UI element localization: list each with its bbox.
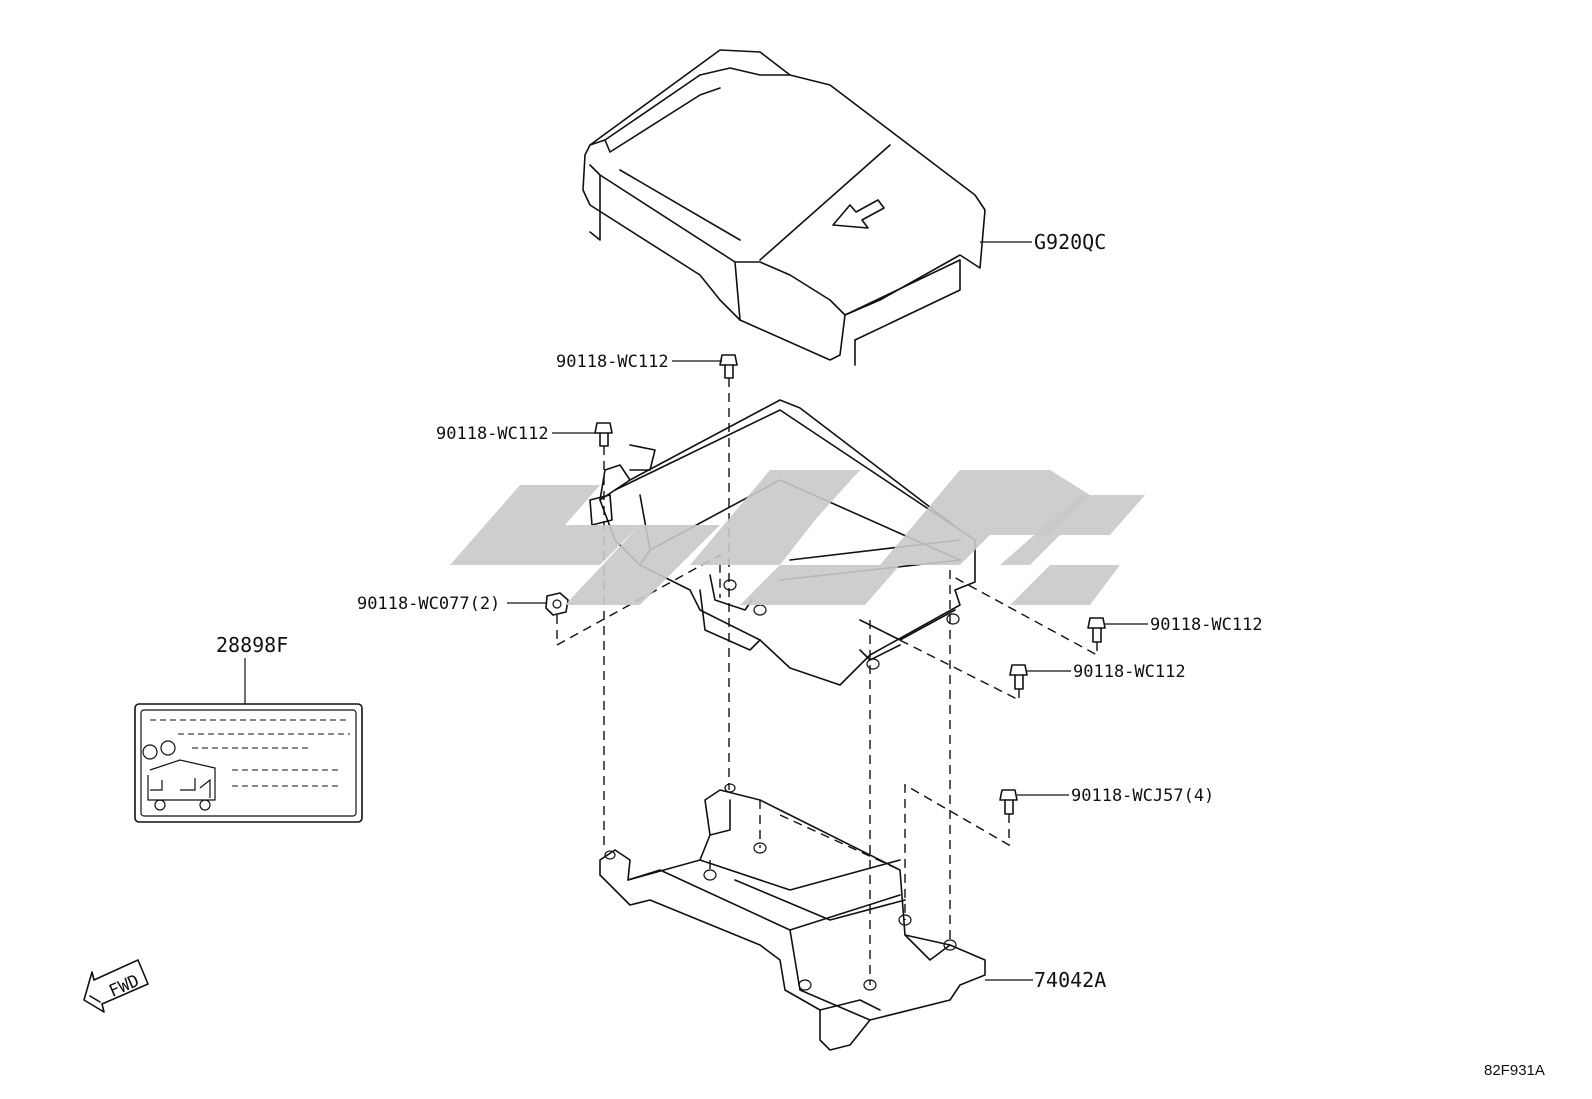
bolt-top[interactable]: [719, 354, 738, 379]
label-bracket[interactable]: 74042A: [1034, 968, 1106, 992]
label-bolt-left[interactable]: 90118-WC112: [436, 424, 549, 444]
fwd-arrow-icon: FWD: [83, 959, 149, 1013]
label-bolt-right-2[interactable]: 90118-WC112: [1073, 662, 1186, 682]
watermark-logo: [450, 470, 1145, 605]
label-plate[interactable]: [134, 703, 363, 823]
label-plate-number[interactable]: 28898F: [216, 633, 288, 657]
label-nut[interactable]: 90118-WC077(2): [357, 594, 500, 614]
label-bolt-right-1[interactable]: 90118-WC112: [1150, 615, 1263, 635]
assembly-lines: [556, 378, 1098, 985]
diagram-reference: 82F931A: [1484, 1062, 1545, 1079]
bolt-right-1[interactable]: [1087, 617, 1106, 643]
nut[interactable]: [545, 592, 569, 616]
label-bolt-top[interactable]: 90118-WC112: [556, 352, 669, 372]
cover-part[interactable]: [582, 49, 986, 366]
label-cover[interactable]: G920QC: [1034, 230, 1106, 254]
bolt-bracket[interactable]: [999, 789, 1018, 815]
bracket-part[interactable]: [599, 783, 986, 1051]
bolt-left[interactable]: [594, 422, 613, 447]
bolt-right-2[interactable]: [1009, 664, 1028, 690]
label-bolt-bracket[interactable]: 90118-WCJ57(4): [1071, 786, 1214, 806]
leader-lines: [244, 241, 1148, 981]
